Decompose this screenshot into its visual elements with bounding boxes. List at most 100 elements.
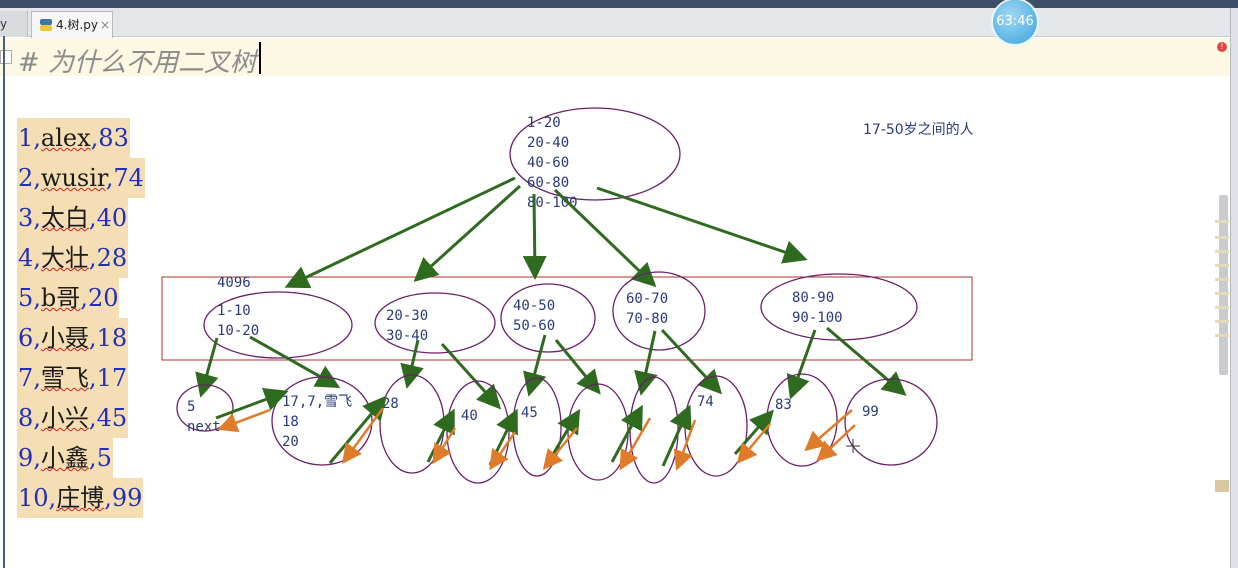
branch-5-range-2: 90-100 <box>792 310 843 326</box>
branch-2-range-2: 30-40 <box>386 328 428 344</box>
root-range-3: 40-60 <box>527 155 569 171</box>
scroll-marker <box>1215 278 1229 281</box>
leaf-value: 18 <box>282 414 299 430</box>
arrow <box>733 409 774 455</box>
scroll-marker <box>1215 480 1229 492</box>
branch-4-range-1: 60-70 <box>626 291 668 307</box>
leaf-value: 17,7,雪飞 <box>282 394 352 410</box>
branch-node-4 <box>612 271 706 351</box>
list-item: 5,b哥,20 <box>17 278 145 318</box>
arrow <box>284 176 516 289</box>
arrow <box>554 339 601 395</box>
leaf-value: 99 <box>862 404 879 420</box>
branch-node-2 <box>374 292 496 354</box>
list-item: 10,庄博,99 <box>17 478 145 518</box>
arrow <box>217 408 271 433</box>
branch-2-range-1: 20-30 <box>386 308 428 324</box>
leaf-value: 83 <box>775 397 792 413</box>
leaf-node <box>176 384 234 432</box>
editor-left-edge <box>3 36 5 568</box>
arrow <box>542 427 578 470</box>
scroll-marker <box>1215 250 1229 253</box>
leaf-node <box>379 374 445 474</box>
prev-pointer-arrows <box>217 407 856 471</box>
branch-5-range-1: 80-90 <box>792 290 834 306</box>
leaf-value: 5 <box>187 399 195 415</box>
text-caret <box>259 42 261 74</box>
list-item: 2,wusir,74 <box>17 158 145 198</box>
arrow <box>816 424 856 462</box>
branch-3-range-1: 40-50 <box>513 298 555 314</box>
root-node <box>509 107 681 201</box>
arrow <box>661 404 692 467</box>
scroll-marker <box>1215 306 1229 309</box>
arrow <box>413 184 522 283</box>
list-item: 6,小聂,18 <box>17 318 145 358</box>
arrow <box>553 188 657 288</box>
root-range-4: 60-80 <box>527 175 569 191</box>
arrow <box>432 427 457 465</box>
arrow <box>440 342 502 410</box>
leaf-node <box>512 377 562 477</box>
arrow <box>610 404 643 463</box>
scroll-marker <box>1215 320 1229 323</box>
arrow <box>634 330 658 396</box>
arrow <box>400 339 424 389</box>
arrow <box>736 423 771 464</box>
branch-1-range-2: 10-20 <box>217 323 259 339</box>
branch-1-range-1: 1-10 <box>217 303 251 319</box>
recording-timer[interactable]: 63:46 <box>993 0 1037 44</box>
leaf-node <box>844 378 938 466</box>
list-item: 4,大壮,28 <box>17 238 145 278</box>
scroll-marker <box>1215 220 1229 223</box>
page-frame <box>161 276 973 361</box>
list-item: 8,小兴,45 <box>17 398 145 438</box>
branch-4-range-2: 70-80 <box>626 311 668 327</box>
leaf-node <box>684 375 748 477</box>
arrow <box>596 186 808 264</box>
branch-arrows <box>195 326 907 410</box>
scroll-marker <box>1215 264 1229 267</box>
arrow <box>826 326 907 396</box>
list-item: 7,雪飞,17 <box>17 358 145 398</box>
root-range-2: 20-40 <box>527 135 569 151</box>
vertical-scrollbar[interactable] <box>1219 195 1228 375</box>
arrow <box>804 409 853 452</box>
scroll-marker <box>1215 292 1229 295</box>
page-size-label: 4096 <box>217 275 251 291</box>
leaf-value: 45 <box>521 405 538 421</box>
tab-previous-file[interactable]: y <box>0 11 28 37</box>
branch-node-1 <box>203 291 353 359</box>
python-file-icon <box>40 19 52 31</box>
tab-label: 4.树.py <box>56 18 98 32</box>
scroll-marker <box>1215 236 1229 239</box>
arrow <box>619 417 652 471</box>
close-icon[interactable]: × <box>100 18 111 32</box>
arrow <box>660 328 723 395</box>
arrow <box>328 395 387 464</box>
leaf-value: 40 <box>461 408 478 424</box>
right-tool-panel[interactable] <box>1230 8 1238 568</box>
arrow <box>786 329 817 400</box>
record-list: 1,alex,83 2,wusir,74 3,太白,40 4,大壮,28 5,b… <box>17 118 145 518</box>
scroll-marker <box>1215 334 1229 337</box>
arrow <box>522 193 547 280</box>
arrow <box>249 335 341 388</box>
crosshair-cursor-icon <box>846 439 860 453</box>
arrow <box>426 408 455 463</box>
arrow <box>195 337 219 398</box>
comment-line[interactable]: # 为什么不用二叉树 <box>0 38 1230 78</box>
error-indicator-icon[interactable]: ! <box>1217 42 1227 52</box>
leaf-value: 28 <box>382 396 399 412</box>
root-arrows <box>284 176 808 289</box>
tab-previous-label: y <box>0 17 8 31</box>
query-note: 17-50岁之间的人 <box>863 122 974 138</box>
leaf-value: 74 <box>697 394 714 410</box>
arrow <box>673 419 697 471</box>
leaf-node <box>629 376 679 484</box>
tab-4-tree-py[interactable]: 4.树.py × <box>31 11 113 38</box>
arrow <box>489 431 517 471</box>
leaf-node <box>446 380 510 484</box>
leaf-value: 20 <box>282 434 299 450</box>
